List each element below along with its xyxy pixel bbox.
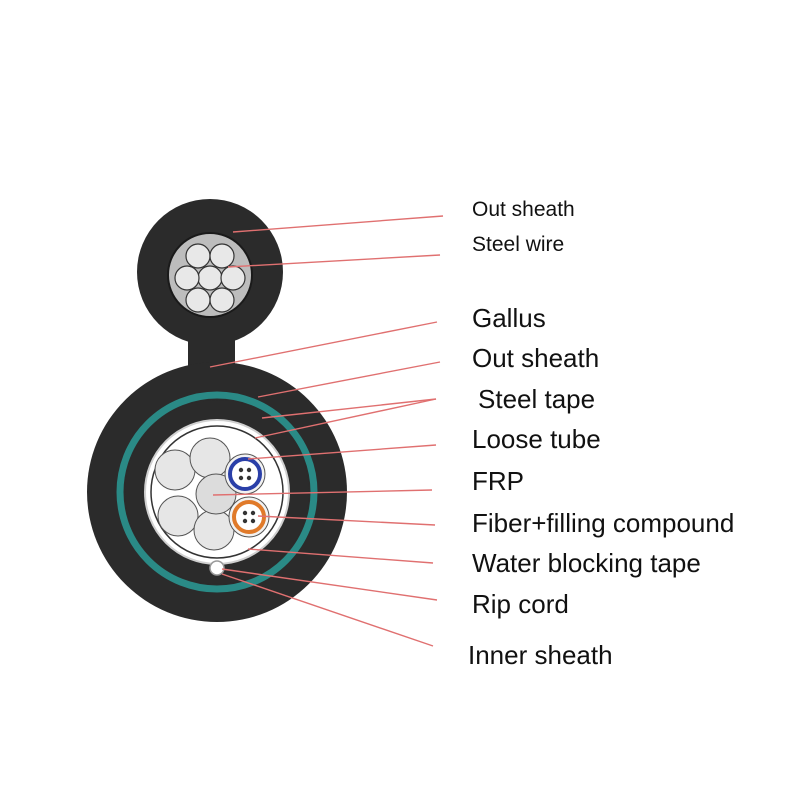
label-loose-tube: Loose tube — [472, 424, 601, 454]
messenger-section — [137, 199, 283, 345]
label-inner-sheath: Inner sheath — [468, 640, 613, 670]
filler-rods — [154, 437, 235, 551]
leader-lines — [209, 215, 444, 647]
label-fiber-filling-compound: Fiber+filling compound — [472, 508, 735, 538]
loose-tube-blue — [224, 453, 266, 495]
label-steel-wire: Steel wire — [472, 233, 565, 256]
label-water-blocking-tape: Water blocking tape — [472, 548, 701, 578]
steel-wire-strands — [174, 243, 246, 313]
rip-cord — [209, 560, 225, 576]
label-frp: FRP — [472, 466, 524, 496]
label-out-sheath-top: Out sheath — [472, 198, 575, 221]
label-rip-cord: Rip cord — [472, 589, 569, 619]
label-out-sheath: Out sheath — [472, 343, 600, 373]
main-cable-section — [87, 362, 347, 622]
label-steel-tape: Steel tape — [478, 384, 596, 414]
label-gallus: Gallus — [472, 303, 546, 333]
loose-tube-orange — [228, 496, 270, 538]
